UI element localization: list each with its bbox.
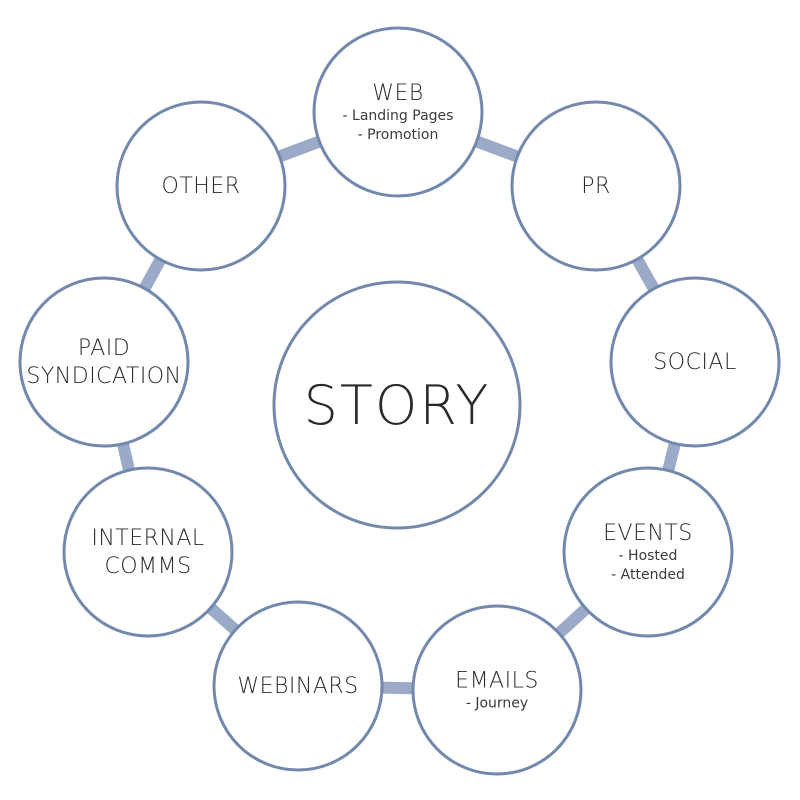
node-title-emails: EMAILS — [455, 669, 539, 694]
node-other: OTHER — [115, 100, 287, 272]
center-label: STORY — [304, 374, 491, 437]
node-title-other: OTHER — [162, 174, 241, 199]
node-paid-syndication: PAID SYNDICATION — [18, 276, 190, 448]
node-subitem-events: - Hosted — [619, 548, 678, 564]
node-circle-web — [312, 26, 484, 198]
node-circle-internal-comms — [62, 466, 234, 638]
node-title-paid-syndication: PAID — [78, 336, 130, 361]
node-subitem-events: - Attended — [611, 567, 685, 583]
node-events: EVENTS - Hosted - Attended — [562, 466, 734, 638]
node-subitem-web: - Promotion — [358, 127, 439, 143]
node-title-webinars: WEBINARS — [237, 674, 358, 699]
node-subitem-emails: - Journey — [466, 696, 528, 712]
node-circle-social — [609, 276, 781, 448]
node-title-social: SOCIAL — [653, 350, 736, 375]
node-circle-webinars — [212, 600, 384, 772]
node-title-internal-comms: COMMS — [104, 554, 191, 579]
node-title-web: WEB — [372, 81, 424, 106]
node-web: WEB - Landing Pages - Promotion — [312, 26, 484, 198]
node-circle-paid-syndication — [18, 276, 190, 448]
center-node: STORY — [272, 280, 522, 530]
node-title-events: EVENTS — [603, 521, 693, 546]
node-title-paid-syndication: SYNDICATION — [26, 364, 181, 389]
node-title-internal-comms: INTERNAL — [91, 526, 204, 551]
node-circle-emails — [411, 604, 583, 776]
node-circle-other — [115, 100, 287, 272]
node-circle-events — [562, 466, 734, 638]
node-pr: PR — [510, 100, 682, 272]
node-webinars: WEBINARS — [212, 600, 384, 772]
node-circle-pr — [510, 100, 682, 272]
node-emails: EMAILS - Journey — [411, 604, 583, 776]
node-title-pr: PR — [581, 174, 611, 199]
node-subitem-web: - Landing Pages — [343, 108, 454, 124]
center-circle — [272, 280, 522, 530]
node-social: SOCIAL — [609, 276, 781, 448]
node-internal-comms: INTERNAL COMMS — [62, 466, 234, 638]
